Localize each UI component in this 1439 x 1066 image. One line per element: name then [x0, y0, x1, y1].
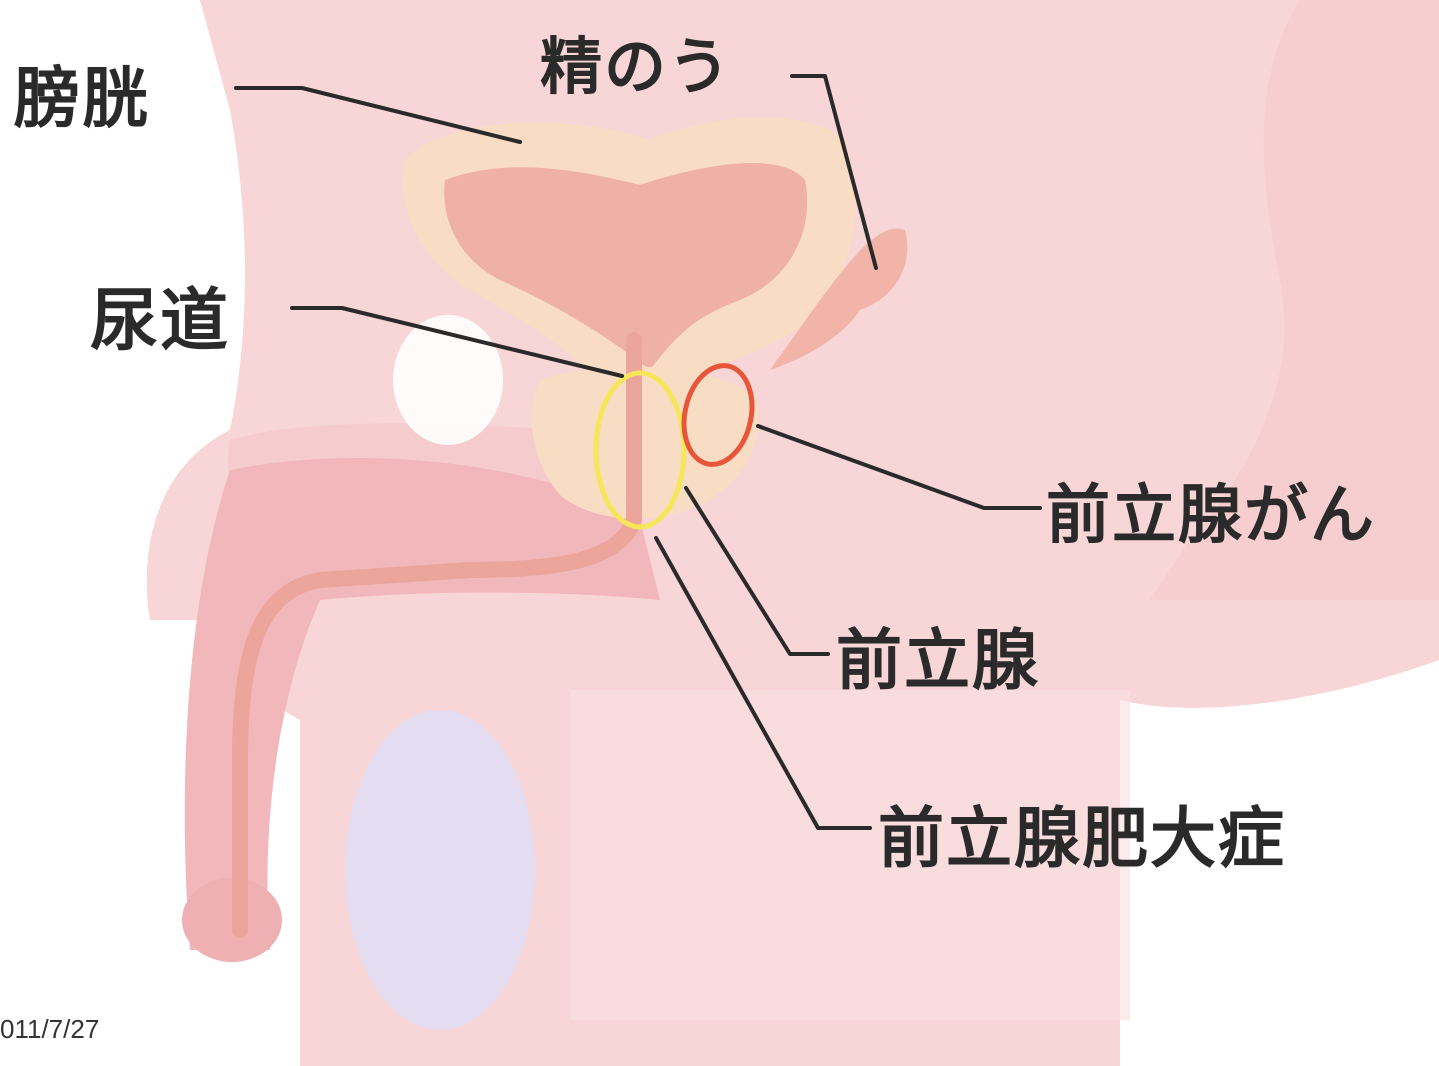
label-bladder: 膀胱 — [14, 66, 150, 132]
label-prostate: 前立腺 — [836, 628, 1040, 694]
testis — [345, 710, 535, 1030]
footer-date: 011/7/27 — [0, 1016, 99, 1042]
label-bph: 前立腺肥大症 — [878, 806, 1286, 872]
label-prostate-cancer: 前立腺がん — [1046, 484, 1376, 548]
label-urethra: 尿道 — [90, 288, 230, 356]
label-seminal-vesicle: 精のう — [540, 36, 732, 98]
